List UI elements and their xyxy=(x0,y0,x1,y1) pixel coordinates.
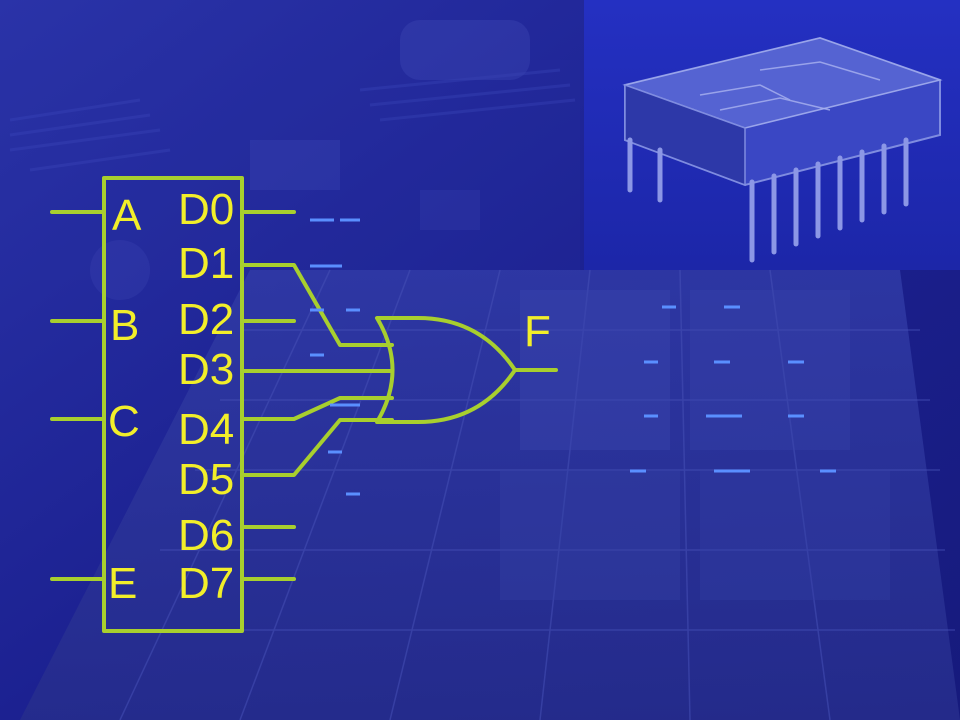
input-label-e: E xyxy=(108,559,138,608)
wire-d1-to-or xyxy=(240,263,394,347)
output-label-d6: D6 xyxy=(178,511,235,560)
or-output-label-f: F xyxy=(524,307,551,356)
dash-marks xyxy=(310,218,836,496)
input-label-a: A xyxy=(112,191,142,240)
decoder-box xyxy=(102,176,244,633)
input-label-c: C xyxy=(108,397,140,446)
wire-d5-to-or xyxy=(240,418,394,477)
output-label-d4: D4 xyxy=(178,405,235,454)
or-gate xyxy=(375,316,517,424)
wire-d4-to-or xyxy=(240,396,394,421)
output-label-d0: D0 xyxy=(178,185,235,234)
output-label-d7: D7 xyxy=(178,559,235,608)
chip-die-photo xyxy=(20,269,960,720)
output-label-d1: D1 xyxy=(178,239,235,288)
ic-chip-illustration xyxy=(622,36,943,263)
input-label-b: B xyxy=(110,301,140,350)
output-label-d3: D3 xyxy=(178,345,235,394)
output-label-d5: D5 xyxy=(178,455,235,504)
output-label-d2: D2 xyxy=(178,295,235,344)
